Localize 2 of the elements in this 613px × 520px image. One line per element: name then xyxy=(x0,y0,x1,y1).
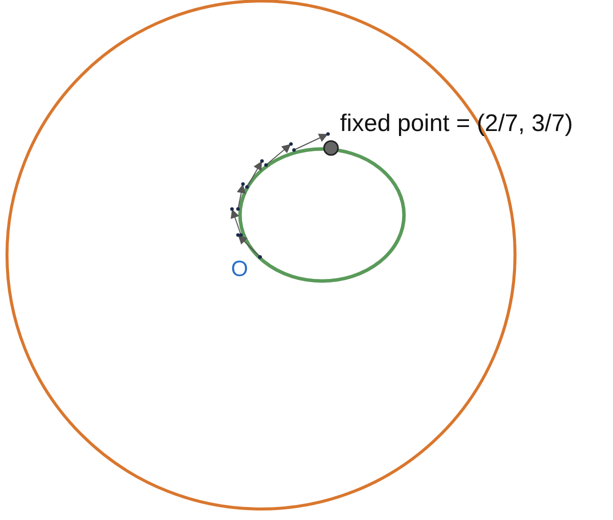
origin-label: O xyxy=(231,258,248,280)
equation-label: fixed point = (2/7, 3/7) xyxy=(340,112,573,136)
